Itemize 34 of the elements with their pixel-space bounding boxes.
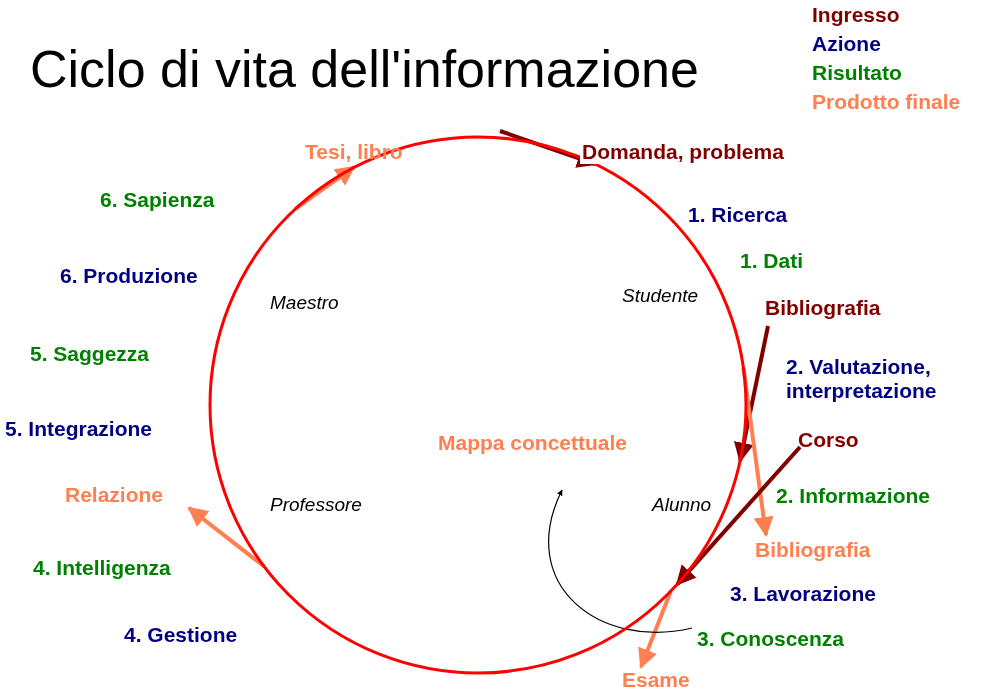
- quadrant-label: Maestro: [270, 292, 339, 314]
- arrow: [741, 367, 774, 537]
- step-label: 1. Dati: [740, 249, 804, 273]
- arrow: [187, 506, 266, 568]
- arrow: [638, 590, 673, 669]
- step-label: 6. Produzione: [60, 264, 198, 288]
- node-label: Relazione: [65, 483, 164, 507]
- step-label: 2. Informazione: [776, 484, 931, 508]
- step-label: 5. Saggezza: [30, 342, 150, 366]
- arrow: [675, 445, 802, 586]
- quadrant-label: Alunno: [652, 494, 712, 516]
- arrow: [734, 325, 770, 463]
- legend-entry: Prodotto finale: [812, 90, 961, 114]
- step-label: 6. Sapienza: [100, 188, 215, 212]
- step-label: 3. Conoscenza: [697, 627, 845, 651]
- step-label: 4. Gestione: [124, 623, 238, 647]
- node-label: Bibliografia: [765, 296, 881, 320]
- step-label: 4. Intelligenza: [33, 556, 171, 580]
- quadrant-label: Professore: [270, 494, 362, 516]
- center-label: Mappa concettuale: [438, 431, 628, 455]
- arrow: [499, 129, 598, 168]
- step-label: 3. Lavorazione: [730, 582, 876, 606]
- step-label: 5. Integrazione: [5, 417, 153, 441]
- legend-entry: Ingresso: [812, 3, 900, 27]
- title: Ciclo di vita dell'informazione: [30, 39, 699, 100]
- node-label: Esame: [622, 668, 690, 692]
- step-label: 2. Valutazione, interpretazione: [786, 355, 938, 403]
- step-label: 1. Ricerca: [688, 203, 788, 227]
- legend-entry: Azione: [812, 32, 881, 56]
- legend-entry: Risultato: [812, 61, 902, 85]
- node-label: Bibliografia: [755, 538, 871, 562]
- quadrant-label: Studente: [622, 285, 699, 307]
- arrow: [294, 165, 356, 211]
- node-label: Corso: [798, 428, 859, 452]
